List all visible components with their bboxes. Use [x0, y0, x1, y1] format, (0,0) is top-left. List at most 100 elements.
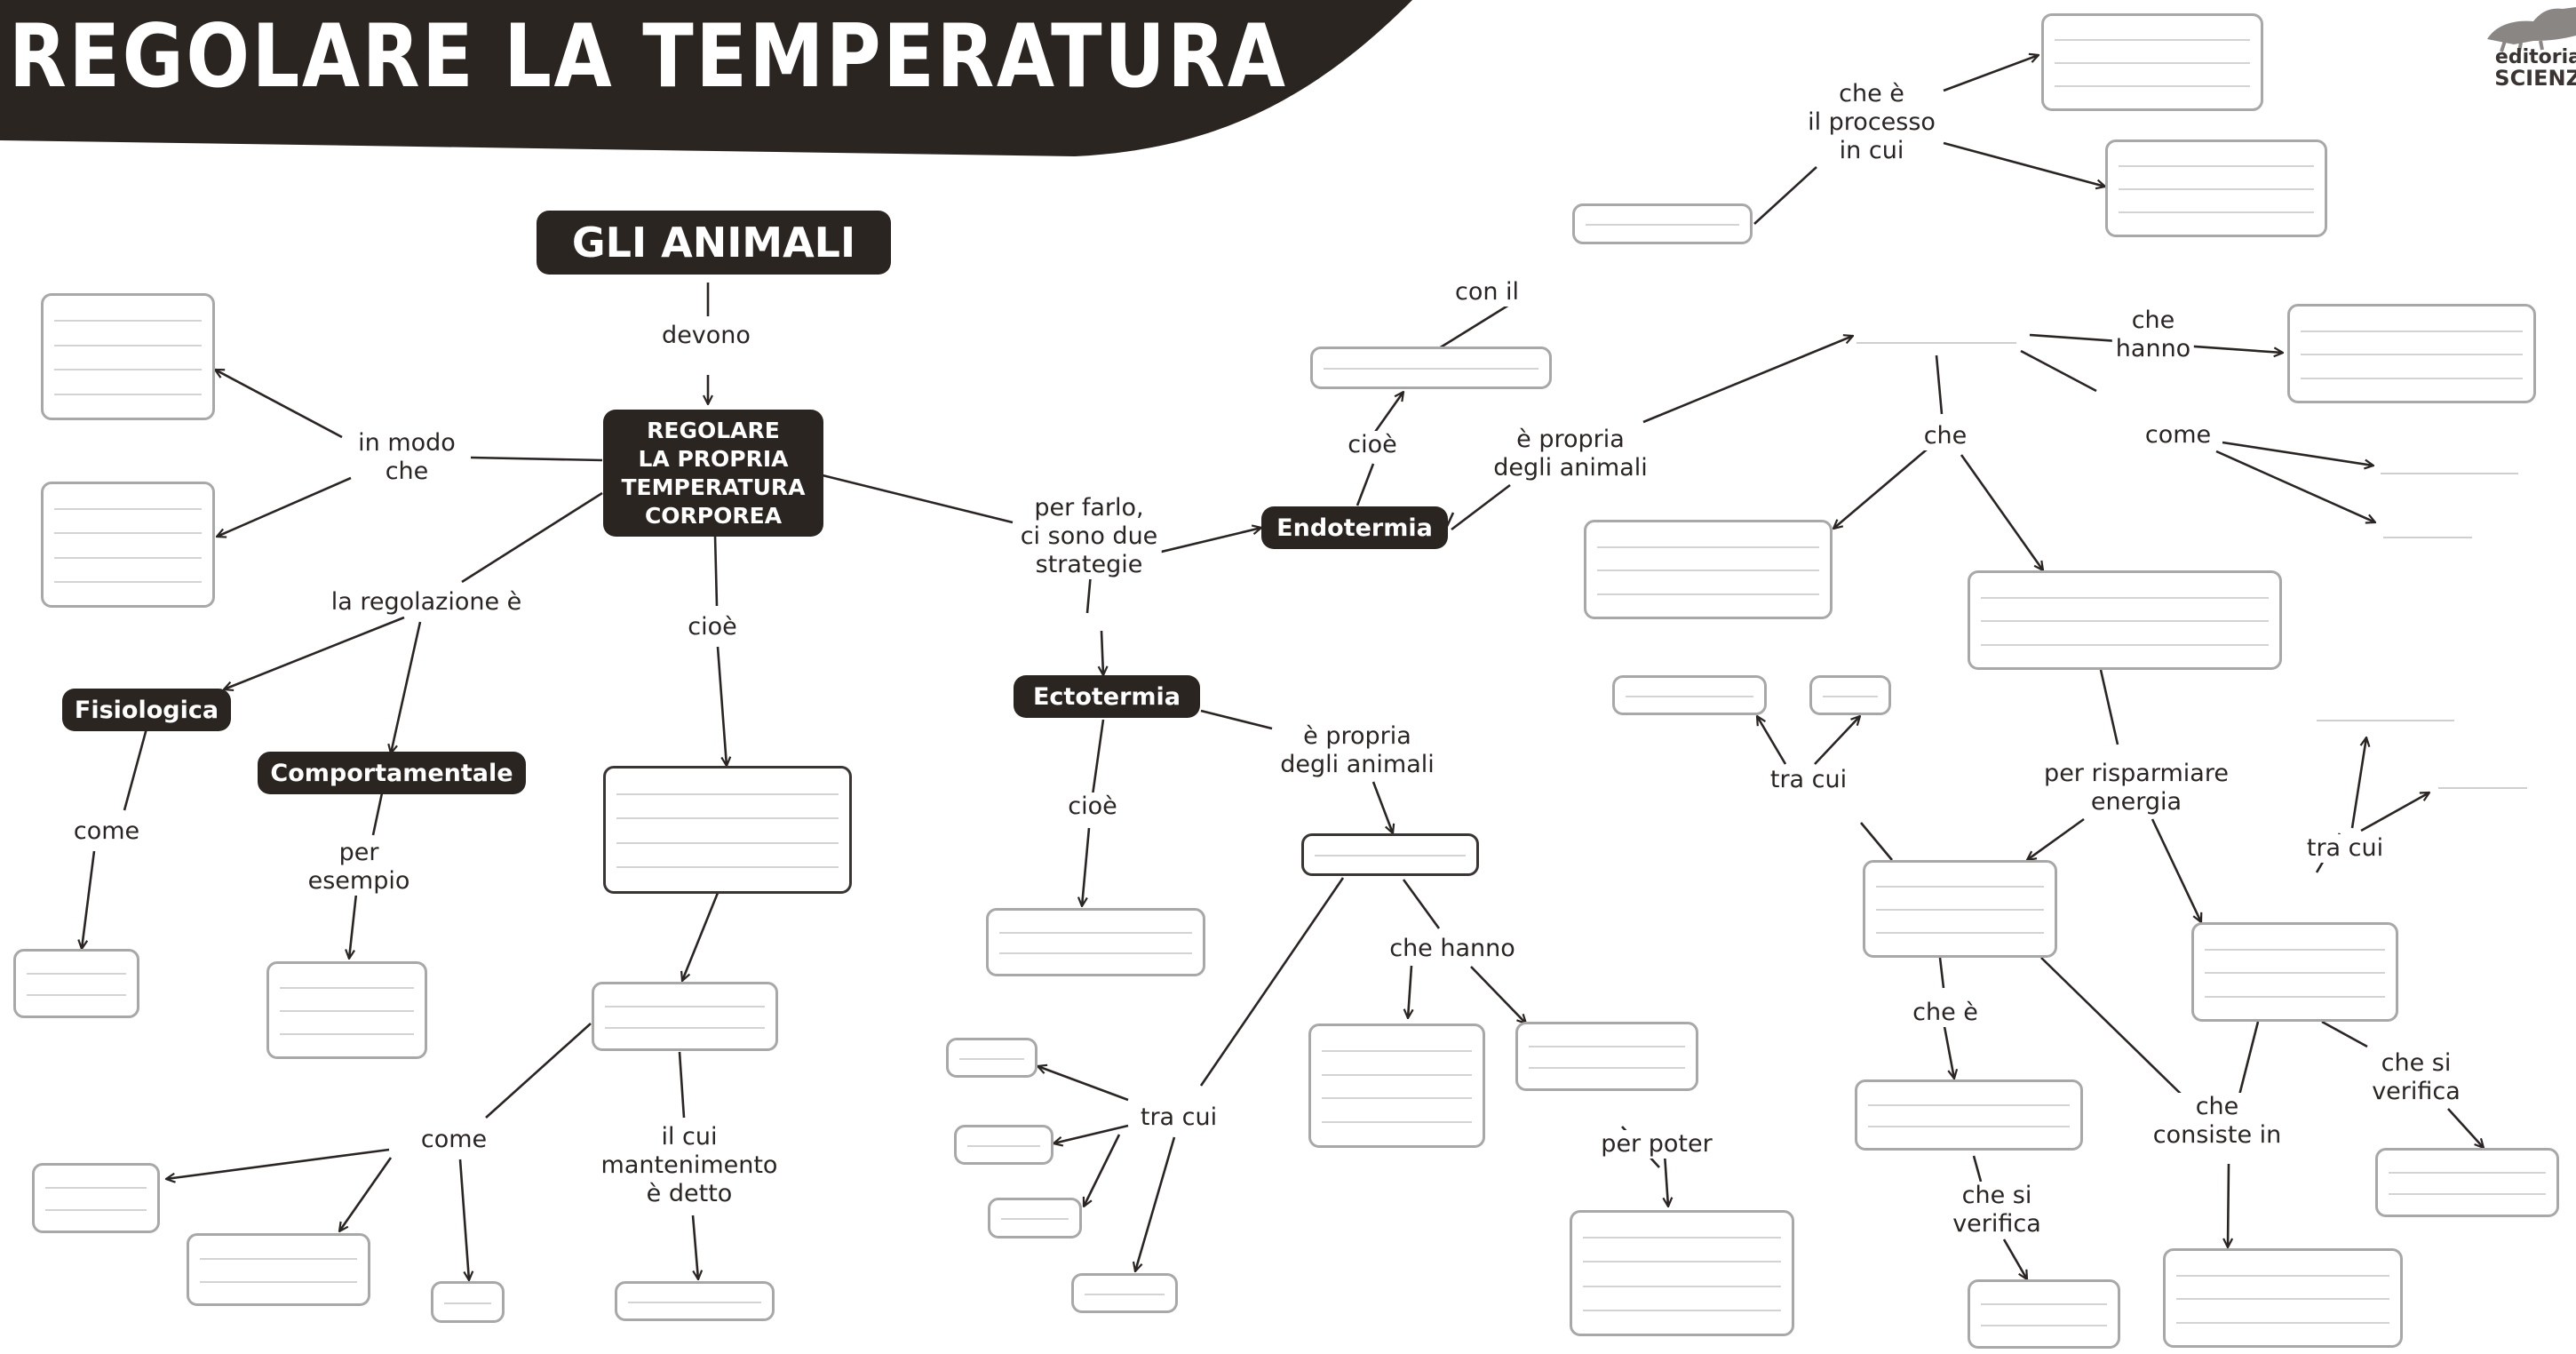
answer-box[interactable] [1809, 675, 1891, 715]
answer-box[interactable] [1863, 860, 2057, 958]
writing-line [200, 1258, 357, 1260]
answer-box[interactable] [2375, 1148, 2559, 1217]
writing-line [628, 1302, 761, 1303]
writing-line [1868, 1104, 2070, 1106]
answer-box[interactable] [13, 949, 139, 1018]
ectotermia-node: Ectotermia [1014, 675, 1200, 718]
answer-box[interactable] [2287, 304, 2536, 403]
answer-box[interactable] [1968, 1279, 2120, 1349]
writing-line [1324, 368, 1538, 370]
link-label-e-propria-endo: è propria degli animali [1490, 426, 1651, 482]
gli-animali-node: GLI ANIMALI [537, 211, 891, 275]
answer-box[interactable] [431, 1281, 505, 1323]
writing-line [54, 394, 202, 395]
answer-box[interactable] [1584, 520, 1833, 619]
answer-box[interactable] [2163, 1248, 2403, 1348]
answer-box[interactable] [1310, 346, 1552, 389]
answer-line[interactable] [1856, 342, 2016, 344]
writing-line [54, 557, 202, 559]
answer-box[interactable] [986, 908, 1205, 976]
writing-line [1529, 1046, 1685, 1047]
link-label-tra-cui-1: tra cui [1136, 1103, 1221, 1132]
writing-line [1876, 909, 2044, 911]
answer-box[interactable] [603, 766, 852, 894]
writing-line [1322, 1050, 1472, 1052]
answer-line[interactable] [2381, 473, 2518, 474]
writing-line [2205, 972, 2385, 974]
writing-line [45, 1187, 147, 1189]
link-label-che-e-2: che è [1909, 999, 1982, 1027]
answer-box[interactable] [2191, 922, 2398, 1022]
publisher-logo: editoria SCIENZ [2478, 0, 2576, 98]
answer-line[interactable] [2438, 787, 2527, 789]
link-label-per-esempio: per esempio [304, 839, 414, 896]
writing-line [616, 793, 839, 795]
link-label-e-propria-ecto: è propria degli animali [1276, 722, 1438, 779]
writing-line [200, 1281, 357, 1283]
writing-line [280, 1010, 414, 1012]
writing-line [2119, 188, 2314, 190]
answer-box[interactable] [1570, 1210, 1794, 1336]
answer-box[interactable] [1515, 1022, 1698, 1091]
link-label-come-3: come [2141, 421, 2215, 450]
link-label-cioe-ecto: cioè [1064, 792, 1121, 821]
writing-line [2205, 996, 2385, 998]
writing-line [2176, 1298, 2389, 1300]
regolare-temperatura-node: REGOLARE LA PROPRIA TEMPERATURA CORPOREA [603, 410, 823, 537]
writing-line [605, 1006, 765, 1008]
endotermia-node: Endotermia [1261, 506, 1448, 549]
answer-box[interactable] [1968, 570, 2282, 670]
writing-line [999, 952, 1192, 954]
writing-line [1586, 224, 1739, 226]
answer-box[interactable] [2041, 13, 2263, 111]
fisiologica-node: Fisiologica [62, 689, 231, 731]
writing-line [54, 320, 202, 322]
answer-line[interactable] [2317, 720, 2454, 721]
answer-box[interactable] [32, 1163, 160, 1233]
link-label-in-modo-che: in modo che [354, 429, 459, 486]
answer-box[interactable] [266, 961, 427, 1059]
answer-box[interactable] [1855, 1079, 2083, 1151]
link-label-il-cui-mantenimento: il cui mantenimento è detto [597, 1123, 782, 1208]
writing-line [967, 1145, 1040, 1147]
writing-line [616, 842, 839, 844]
writing-line [54, 532, 202, 534]
publisher-logo-line2: SCIENZ [2494, 66, 2576, 91]
comportamentale-node: Comportamentale [258, 752, 526, 794]
writing-line [1322, 1121, 1472, 1123]
link-label-che-hanno-1: che hanno [1386, 935, 1519, 963]
answer-box[interactable] [1308, 1023, 1485, 1148]
writing-line [54, 369, 202, 370]
writing-line [27, 994, 126, 996]
answer-box[interactable] [1301, 833, 1479, 876]
answer-box[interactable] [41, 293, 215, 420]
answer-box[interactable] [954, 1125, 1053, 1165]
answer-box[interactable] [187, 1233, 370, 1306]
answer-box[interactable] [2105, 139, 2327, 237]
writing-line [2176, 1275, 2389, 1277]
answer-box[interactable] [988, 1198, 1082, 1239]
writing-line [1597, 569, 1819, 571]
writing-line [1981, 644, 2269, 646]
writing-line [54, 508, 202, 510]
writing-line [2301, 378, 2523, 379]
answer-box[interactable] [592, 982, 778, 1051]
writing-line [2301, 331, 2523, 332]
writing-line [1981, 620, 2269, 622]
link-label-la-regolazione-e: la regolazione è [327, 588, 526, 617]
answer-box[interactable] [946, 1038, 1038, 1078]
writing-line [616, 817, 839, 819]
answer-box[interactable] [1071, 1273, 1178, 1313]
writing-line [2055, 62, 2250, 64]
answer-box[interactable] [1612, 675, 1767, 715]
writing-line [1981, 597, 2269, 599]
writing-line [45, 1209, 147, 1211]
answer-box[interactable] [1572, 203, 1753, 244]
writing-line [1001, 1218, 1069, 1220]
writing-line [616, 866, 839, 868]
answer-box[interactable] [41, 482, 215, 608]
answer-line[interactable] [2383, 537, 2472, 538]
link-label-che-si-verifica-2: che si verifica [2368, 1049, 2464, 1106]
answer-box[interactable] [615, 1281, 775, 1321]
